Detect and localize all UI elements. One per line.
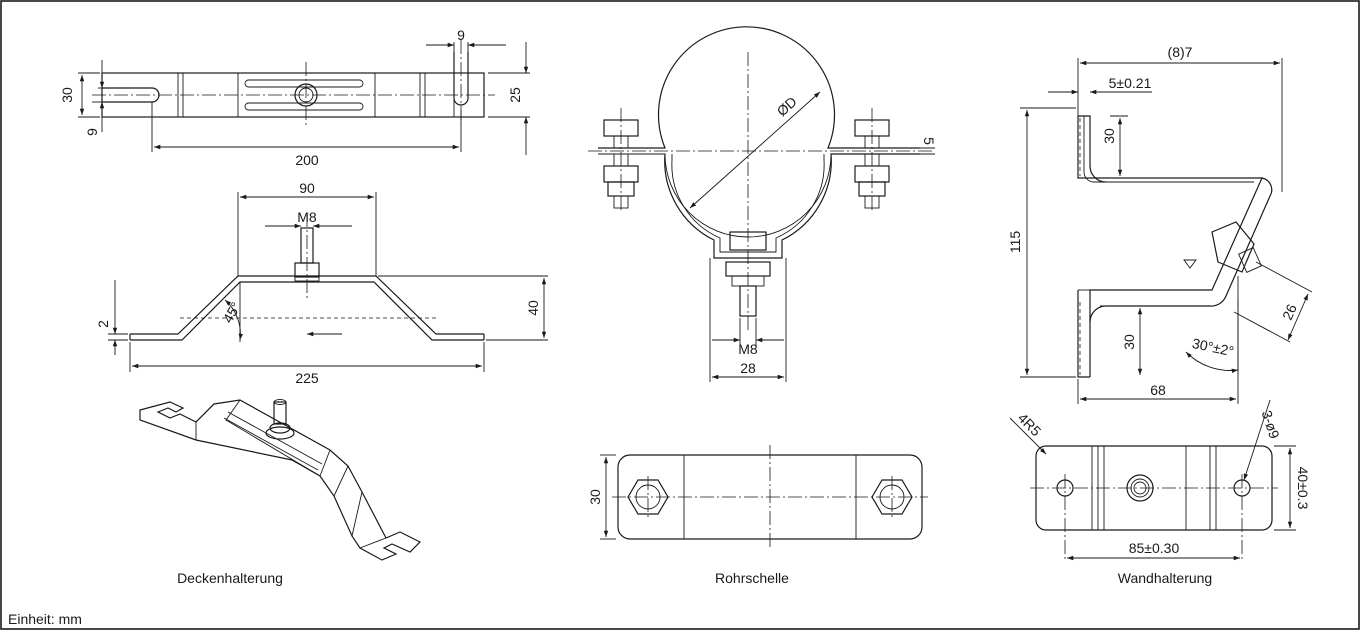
dim-upper-30: 30 <box>1101 128 1117 144</box>
dim-thread-m8: M8 <box>297 209 317 225</box>
pipe-clamp-front-view <box>588 26 935 382</box>
ceiling-bracket-isometric <box>139 399 422 561</box>
dim-edge-9: 9 <box>84 128 100 136</box>
dim-diameter: ØD <box>773 93 799 119</box>
dim-length-200: 200 <box>295 152 319 168</box>
dim-angle-30: 30°±2° <box>1191 335 1236 359</box>
unit-note: Einheit: mm <box>8 611 82 627</box>
dim-width-68: 68 <box>1150 382 1166 398</box>
dim-26: 26 <box>1279 301 1300 322</box>
dim-slot-width: 9 <box>457 27 465 43</box>
dim-thread-m8-clamp: M8 <box>738 341 758 357</box>
ceiling-bracket-top-view <box>78 40 530 155</box>
dim-width-90: 90 <box>299 180 315 196</box>
ceiling-bracket-side-view <box>108 192 548 372</box>
wall-bracket-top-view <box>1009 399 1296 561</box>
dim-spacing-85: 85±0.30 <box>1129 540 1180 556</box>
caption-ceiling-bracket: Deckenhalterung <box>177 570 283 586</box>
dim-thickness-2: 2 <box>95 320 111 328</box>
caption-wall-bracket: Wandhalterung <box>1118 570 1212 586</box>
dim-height-40: 40 <box>525 300 541 316</box>
dim-width-30: 30 <box>587 489 603 505</box>
dim-plate-5: 5 <box>921 137 937 145</box>
wall-bracket-side-view <box>1020 58 1313 404</box>
pipe-clamp-top-view <box>600 445 928 548</box>
dim-top-8-7: (8)7 <box>1168 44 1193 60</box>
dim-length-225: 225 <box>295 370 319 386</box>
dim-lower-30: 30 <box>1121 334 1137 350</box>
dim-height-40-tol: 40±0.3 <box>1295 467 1311 510</box>
dim-thickness-5: 5±0.21 <box>1109 75 1152 91</box>
dim-25: 25 <box>507 87 523 103</box>
dim-radius-4r5: 4R5 <box>1015 410 1045 440</box>
dim-height-115: 115 <box>1007 231 1023 254</box>
dim-width-28: 28 <box>740 360 756 376</box>
dim-height-30: 30 <box>59 87 75 103</box>
caption-pipe-clamp: Rohrschelle <box>715 570 789 586</box>
